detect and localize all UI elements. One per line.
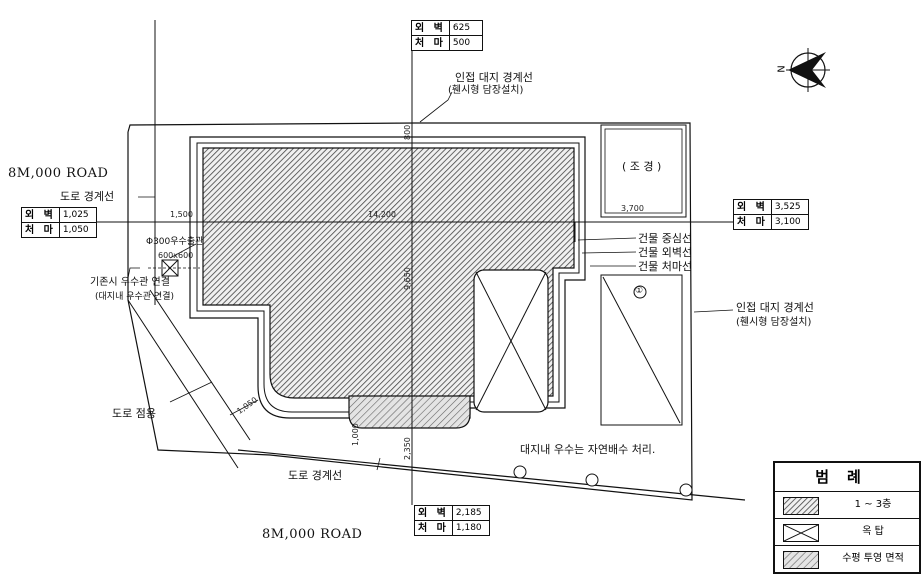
building-wall-outline [196, 142, 580, 413]
stormwater-box-label: 600x600 [158, 251, 194, 260]
setback-right-wall-label: 외 벽 [733, 199, 772, 215]
legend-title: 범례 [775, 463, 919, 492]
hatch-light-icon [783, 551, 819, 569]
road-use-label: 도로 점용 [112, 407, 156, 420]
cross-box-icon [783, 524, 819, 542]
dim-corner-2: 1,000 [351, 423, 360, 446]
setback-left-wall-label: 외 벽 [21, 207, 60, 223]
legend-label-floors: 1 ~ 3층 [854, 499, 892, 510]
setback-bottom-eave-label: 처 마 [414, 520, 453, 536]
setback-top-wall-value: 625 [448, 20, 483, 36]
setback-right-eave-value: 3,100 [770, 214, 809, 230]
existing-stormwater-note: (대지내 우수관 연결) [95, 292, 174, 302]
adjacent-boundary-label-right: 인접 대지 경계선 [736, 301, 814, 314]
setback-right-eave-label: 처 마 [733, 214, 772, 230]
building-eave-line-label: 건물 처마선 [638, 260, 693, 273]
road-boundary-label-bottom: 도로 경계선 [288, 469, 343, 482]
setback-left-wall-value: 1,025 [58, 207, 97, 223]
adjacent-boundary-label-top: 인접 대지 경계선 [455, 71, 533, 84]
landscape-label: ( 조 경 ) [622, 160, 662, 173]
setback-top-wall-label: 외 벽 [411, 20, 450, 36]
adjacent-boundary-note-right: (휀시형 담장설치) [736, 317, 812, 328]
road-boundary-bottom [237, 449, 746, 501]
setback-right-wall-value: 3,525 [770, 199, 809, 215]
dim-width-total: 14,200 [368, 210, 396, 219]
natural-drainage-label: 대지내 우수는 자연배수 처리. [520, 443, 656, 456]
dim-right-setback: 3,700 [621, 204, 644, 213]
north-arrow-icon [786, 48, 830, 92]
horizontal-projection-area [348, 395, 471, 429]
building-center-line-label: 건물 중심선 [638, 232, 693, 245]
site-boundary-line [127, 122, 693, 501]
legend-label-projection: 수평 투영 면적 [842, 553, 904, 564]
dim-height-total: 9,650 [403, 267, 412, 290]
road-label-bottom: 8M,000 ROAD [262, 527, 363, 542]
legend-item-rooftop: 옥 탑 [775, 519, 919, 546]
hatch-dense-icon [783, 497, 819, 515]
road-label-top: 8M,000 ROAD [8, 166, 109, 181]
legend-item-floors: 1 ~ 3층 [775, 492, 919, 519]
setback-bottom-wall-label: 외 벽 [414, 505, 453, 521]
road-use-line [127, 299, 239, 469]
landscape-area [600, 124, 687, 218]
building-exterior-line-label: 건물 외벽선 [638, 246, 693, 259]
setback-left-eave-label: 처 마 [21, 222, 60, 238]
north-label: N [774, 65, 786, 73]
setback-top-eave-label: 처 마 [411, 35, 450, 51]
legend-item-projection: 수평 투영 면적 [775, 546, 919, 572]
dim-bottom-setback: 2,350 [403, 437, 412, 460]
setback-top-eave-value: 500 [448, 35, 483, 51]
building-eave-outline [189, 136, 586, 419]
legend-label-rooftop: 옥 탑 [862, 526, 884, 537]
adjacent-boundary-note-top: (휀시형 담장설치) [448, 85, 524, 96]
road-boundary-label-top: 도로 경계선 [60, 190, 115, 203]
setback-bottom-eave-value: 1,180 [451, 520, 490, 536]
parking-space [600, 274, 683, 426]
dim-height-top: 800 [403, 124, 412, 140]
stormwater-pipe-label: Φ300우수출관 [146, 237, 204, 247]
setback-left-eave-value: 1,050 [58, 222, 97, 238]
dim-left-setback: 1,500 [170, 210, 193, 219]
setback-bottom-wall-value: 2,185 [451, 505, 490, 521]
legend: 범례 1 ~ 3층 옥 탑 수평 투영 면적 [773, 461, 921, 574]
parking-number: ① [635, 286, 644, 296]
existing-stormwater-label: 기존시 우수관 연결 [90, 277, 170, 288]
